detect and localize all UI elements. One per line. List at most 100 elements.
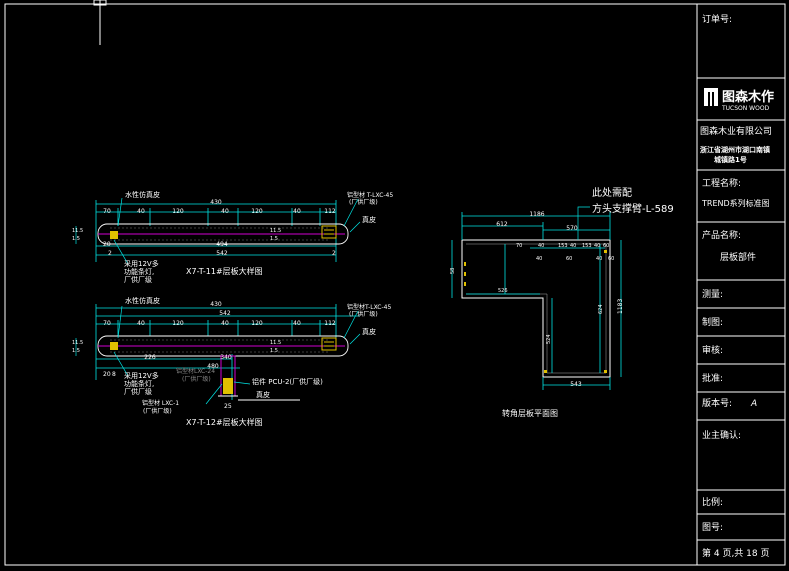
dim-2: 2 (108, 250, 112, 257)
dim-label: 60 (603, 243, 609, 249)
dim-1183: 1183 (617, 299, 624, 314)
detail-top: 430 70 40 120 40 120 40 112 494 542 20 2… (72, 190, 393, 284)
alu-profile-label: 铝型材T-LXC-45 (347, 303, 391, 311)
dim-label: 70 (103, 320, 111, 327)
plan-note: 此处需配 (592, 186, 632, 199)
detail-top-title: X7-T-11#层板大样图 (186, 266, 263, 276)
plan-view: 1186 612 570 70 40 153 40 153 40 60 40 6… (450, 186, 674, 418)
company-logo-icon (704, 88, 718, 106)
alu-profile-sub: (厂供厂级) (349, 198, 378, 206)
detail-bottom: 430 542 70 40 120 40 120 40 112 226 340 … (72, 296, 391, 427)
dim-left: 58 (450, 268, 456, 274)
dim-label: 40 (570, 243, 576, 249)
led-label: 厂供厂级 (124, 275, 152, 284)
project-name-label: 工程名称: (702, 177, 741, 189)
dim-label: 120 (172, 320, 184, 327)
product-name-label: 产品名称: (702, 229, 741, 241)
survey-label: 测量: (702, 289, 723, 300)
dim-label: 112 (324, 208, 336, 215)
dim-20: 20 (103, 371, 111, 378)
dim-570: 570 (566, 225, 578, 232)
led-label: 厂供厂级 (124, 387, 152, 396)
dim-label: 70 (516, 243, 522, 249)
dim-60: 60 (608, 256, 614, 262)
dim-label: 40 (594, 243, 600, 249)
dim-label: 40 (221, 320, 229, 327)
scale-label: 比例: (702, 496, 723, 508)
dim-mid: 1.5 (270, 348, 278, 354)
review-label: 审核: (702, 344, 723, 356)
edge-leather-label: 真皮 (362, 327, 376, 336)
dim-624: 624 (598, 304, 604, 314)
order-no-label: 订单号: (702, 13, 732, 25)
led-label: 功能条灯, (124, 379, 154, 388)
dim-8: 8 (112, 371, 116, 378)
dim-left: 11.5 (72, 340, 83, 346)
dim-430: 430 (210, 301, 222, 308)
edge-leather-label: 真皮 (362, 215, 376, 224)
dim-25: 25 (224, 403, 232, 410)
alu-profile-3-sub: (厂供厂级) (143, 407, 172, 415)
plan-title: 转角层板平面图 (502, 408, 558, 418)
title-block: 订单号: 图森木作 TUCSON WOOD 图森木业有限公司 浙江省湖州市湖口南… (700, 13, 774, 559)
dim-543: 543 (570, 381, 582, 388)
dim-226: 226 (144, 354, 156, 361)
dim-mid: 11.5 (270, 340, 281, 346)
dim-1186: 1186 (529, 211, 544, 218)
alu-profile-label: 铝型材 T-LXC-45 (347, 191, 393, 199)
dim-430: 430 (210, 199, 222, 206)
dim-left: 1.5 (72, 348, 80, 354)
alu-profile-2-label: 铝型材LXC-24 (176, 367, 215, 375)
dim-left: 1.5 (72, 236, 80, 242)
dim-524: 524 (546, 334, 552, 344)
alu-profile-3-label: 铝型材 LXC-1 (142, 399, 179, 407)
led-label: 采用12V多 (124, 259, 159, 268)
logo-sub: TUCSON WOOD (721, 105, 770, 112)
page-label: 第 4 页,共 18 页 (702, 547, 769, 559)
alu-profile-sub: (厂供厂级) (349, 310, 378, 318)
dim-label: 40 (538, 243, 544, 249)
dim-label: 120 (251, 208, 263, 215)
dim-60: 60 (566, 256, 572, 262)
dim-612: 612 (496, 221, 508, 228)
dim-40: 40 (596, 256, 602, 262)
drawing-no-label: 图号: (702, 522, 723, 533)
veneer-label: 水性仿真皮 (125, 190, 160, 199)
dim-label: 40 (221, 208, 229, 215)
dim-mid: 11.5 (270, 228, 281, 234)
dim-542: 542 (216, 250, 228, 257)
owner-confirm-label: 业主确认: (702, 429, 741, 441)
dim-542: 542 (219, 310, 231, 317)
dim-mid: 1.5 (270, 236, 278, 242)
dim-label: 153 (582, 243, 592, 249)
company-name: 图森木业有限公司 (700, 125, 772, 137)
dim-40: 40 (536, 256, 542, 262)
dim-2-right: 2 (332, 250, 336, 257)
part-label: 铝件 PCU-2(厂供厂级) (252, 377, 323, 386)
dim-526: 526 (498, 288, 508, 294)
led-label: 采用12V多 (124, 371, 159, 380)
cursor-crosshair-icon (93, 0, 107, 45)
dim-480: 480 (207, 363, 219, 370)
dim-label: 112 (324, 320, 336, 327)
edge-leather-2-label: 真皮 (256, 390, 270, 399)
dim-label: 40 (293, 208, 301, 215)
version-value: A (750, 399, 757, 409)
dim-label: 153 (558, 243, 568, 249)
project-name-value: TREND系列标准图 (701, 198, 770, 208)
dim-494: 494 (216, 241, 228, 248)
dim-label: 40 (137, 320, 145, 327)
plan-note: 方头支撑臂-L-589 (592, 202, 674, 215)
dim-label: 40 (137, 208, 145, 215)
detail-bottom-title: X7-T-12#层板大样图 (186, 417, 263, 427)
product-name-value: 层板部件 (720, 251, 756, 263)
logo-name: 图森木作 (722, 89, 774, 105)
dim-20: 20 (103, 241, 111, 248)
dim-label: 40 (293, 320, 301, 327)
drawing-border (4, 3, 786, 566)
version-label: 版本号: (702, 397, 732, 409)
company-address: 城镇路1号 (714, 155, 747, 164)
drawing-label: 制图: (702, 316, 723, 328)
alu-profile-2-sub: (厂供厂级) (182, 375, 211, 383)
